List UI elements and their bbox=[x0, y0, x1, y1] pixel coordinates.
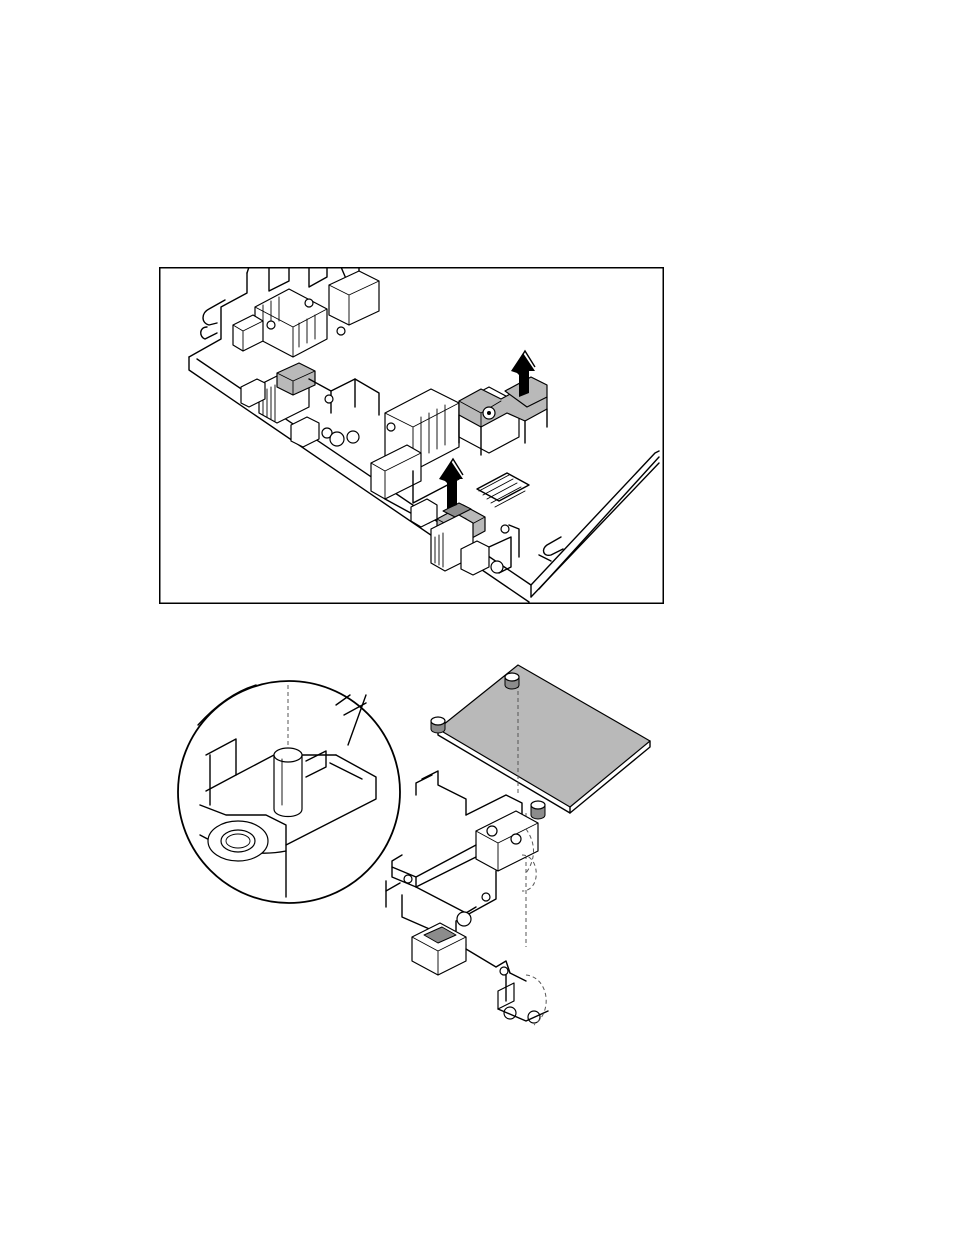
mezzanine-bracket bbox=[386, 771, 538, 945]
thumbscrew-left bbox=[431, 717, 445, 733]
front-latch bbox=[412, 923, 526, 981]
bracket-removal-illustration bbox=[159, 267, 664, 604]
magnified-alignment-callout bbox=[178, 681, 400, 903]
bracket-removal-svg bbox=[159, 267, 664, 604]
thumbscrew-front bbox=[531, 801, 545, 819]
lower-alignment-post bbox=[498, 975, 548, 1025]
mezzanine-installation-illustration bbox=[176, 655, 656, 1035]
mezzanine-installation-svg bbox=[176, 655, 656, 1035]
thumbscrew-top bbox=[505, 673, 519, 689]
